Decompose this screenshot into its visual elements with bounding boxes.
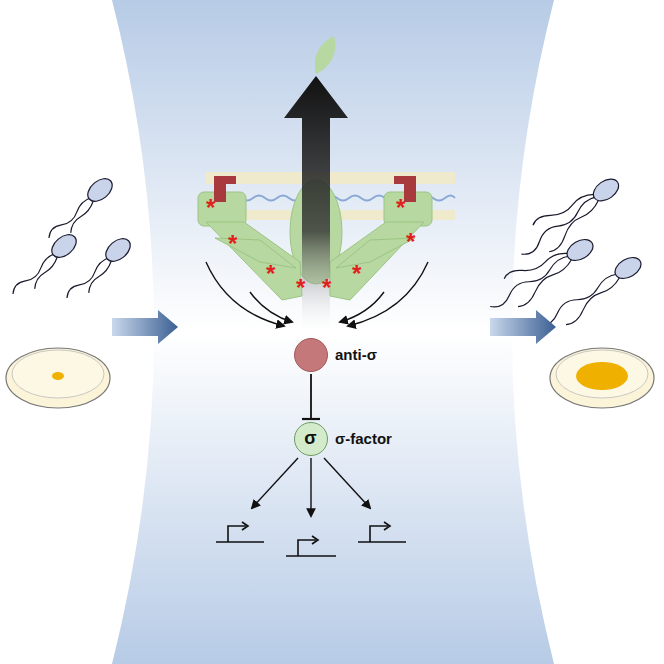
- modification-mark: *: [228, 232, 237, 256]
- modification-mark: *: [406, 230, 415, 254]
- modification-mark: *: [352, 262, 361, 286]
- modification-mark: *: [206, 196, 215, 220]
- hourglass-ground: [112, 0, 554, 664]
- signal-arrow: [284, 76, 348, 335]
- modification-mark: *: [296, 276, 305, 300]
- inhibition-connector: [302, 374, 320, 419]
- petri-dish: [6, 348, 110, 408]
- leaf: [315, 36, 335, 74]
- sigma-circle: σσ-factor: [294, 422, 328, 456]
- bacteria-after: [480, 169, 650, 338]
- process-arrow: [490, 310, 556, 344]
- modification-mark: *: [266, 262, 275, 286]
- process-arrow: [112, 310, 178, 344]
- circle-symbol: σ: [304, 428, 316, 449]
- petri-dish: [550, 348, 654, 408]
- anti-sigma-circle: anti-σ: [294, 338, 328, 372]
- node-label: anti-σ: [335, 346, 377, 363]
- bacteria-before: [5, 174, 138, 306]
- relay-arrows: [206, 262, 428, 326]
- transcription-arrows: [252, 458, 370, 516]
- promoter-symbols: [216, 522, 406, 556]
- node-label: σ-factor: [335, 430, 392, 447]
- modification-mark: *: [396, 196, 405, 220]
- modification-mark: *: [322, 276, 331, 300]
